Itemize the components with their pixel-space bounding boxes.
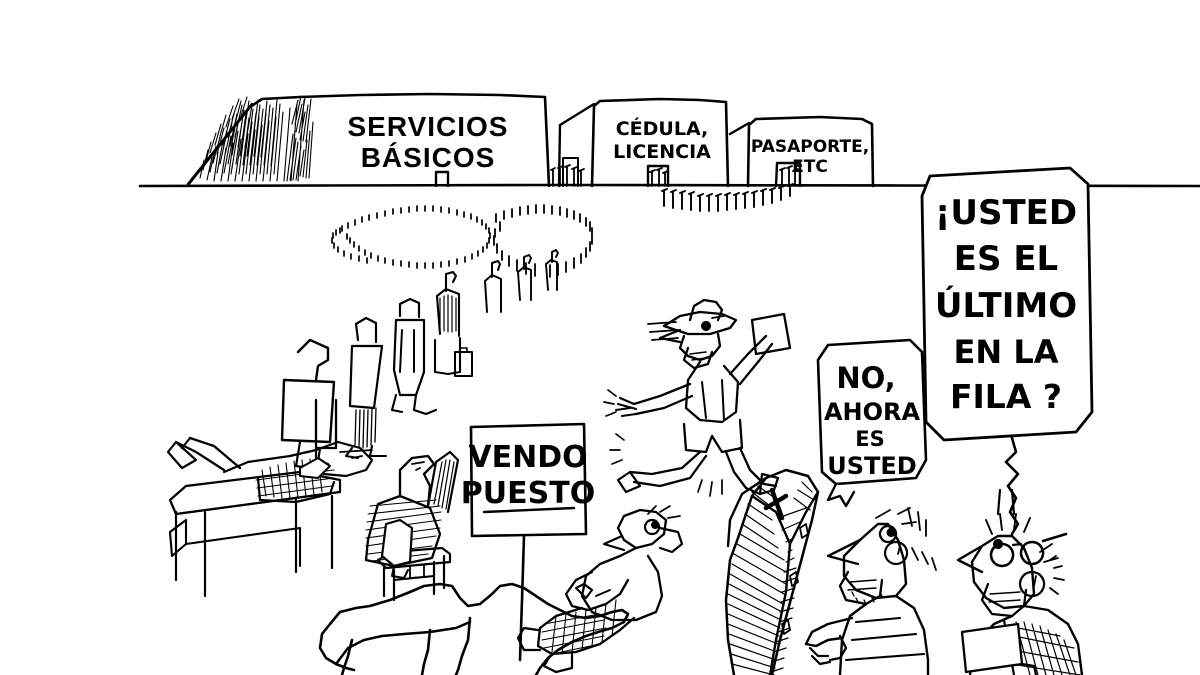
sign-servicios-basicos-line2: BÁSICOS [361,142,496,173]
placard-line2: PUESTO [461,476,595,511]
bubble-pregunta-line1: ¡USTED [935,193,1077,233]
queue-near-people [280,297,438,470]
queue-far-loop [331,205,491,269]
queue-mid-people [433,249,559,377]
speech-bubble-respuesta: NO, AHORA ES USTED [816,338,928,508]
sign-cedula-line2: LICENCIA [613,141,711,163]
sign-cedula-line1: CÉDULA, [616,117,709,140]
sign-pasaporte-line1: PASAPORTE, [751,137,869,157]
bubble-respuesta-line4: USTED [827,452,916,480]
man-on-bench [166,436,374,598]
bubble-pregunta-line2: ES EL [954,239,1058,279]
placard-line1: VENDO [468,440,587,475]
speech-bubble-pregunta: ¡USTED ES EL ÚLTIMO EN LA FILA ? [920,166,1094,536]
building-cedula-licencia: CÉDULA, LICENCIA [550,97,730,188]
bubble-pregunta-line5: FILA ? [950,377,1062,416]
building-pasaporte-etc: PASAPORTE, ETC [728,115,875,188]
queue-servicios-door [550,157,585,187]
sign-pasaporte-line2: ETC [792,157,828,177]
sign-servicios-basicos-line1: SERVICIOS [348,111,509,142]
bubble-pregunta-line4: EN LA [954,333,1059,371]
building-servicios-basicos: SERVICIOS BÁSICOS [186,92,551,188]
bubble-pregunta-line3: ÚLTIMO [935,285,1077,326]
seated-man [516,505,684,674]
bubble-respuesta-line2: AHORA [824,398,921,426]
man-pointing [804,507,937,675]
man-on-stool [364,450,460,602]
vendo-puesto-placard: VENDO PUESTO [461,422,595,662]
bubble-respuesta-line3: ES [855,427,884,451]
bubble-respuesta-line1: NO, [836,361,895,395]
coffin [724,468,820,675]
queue-distant-right [661,183,794,212]
camel [318,582,630,675]
running-man [603,298,792,497]
queue-far-loop-right [493,204,593,278]
